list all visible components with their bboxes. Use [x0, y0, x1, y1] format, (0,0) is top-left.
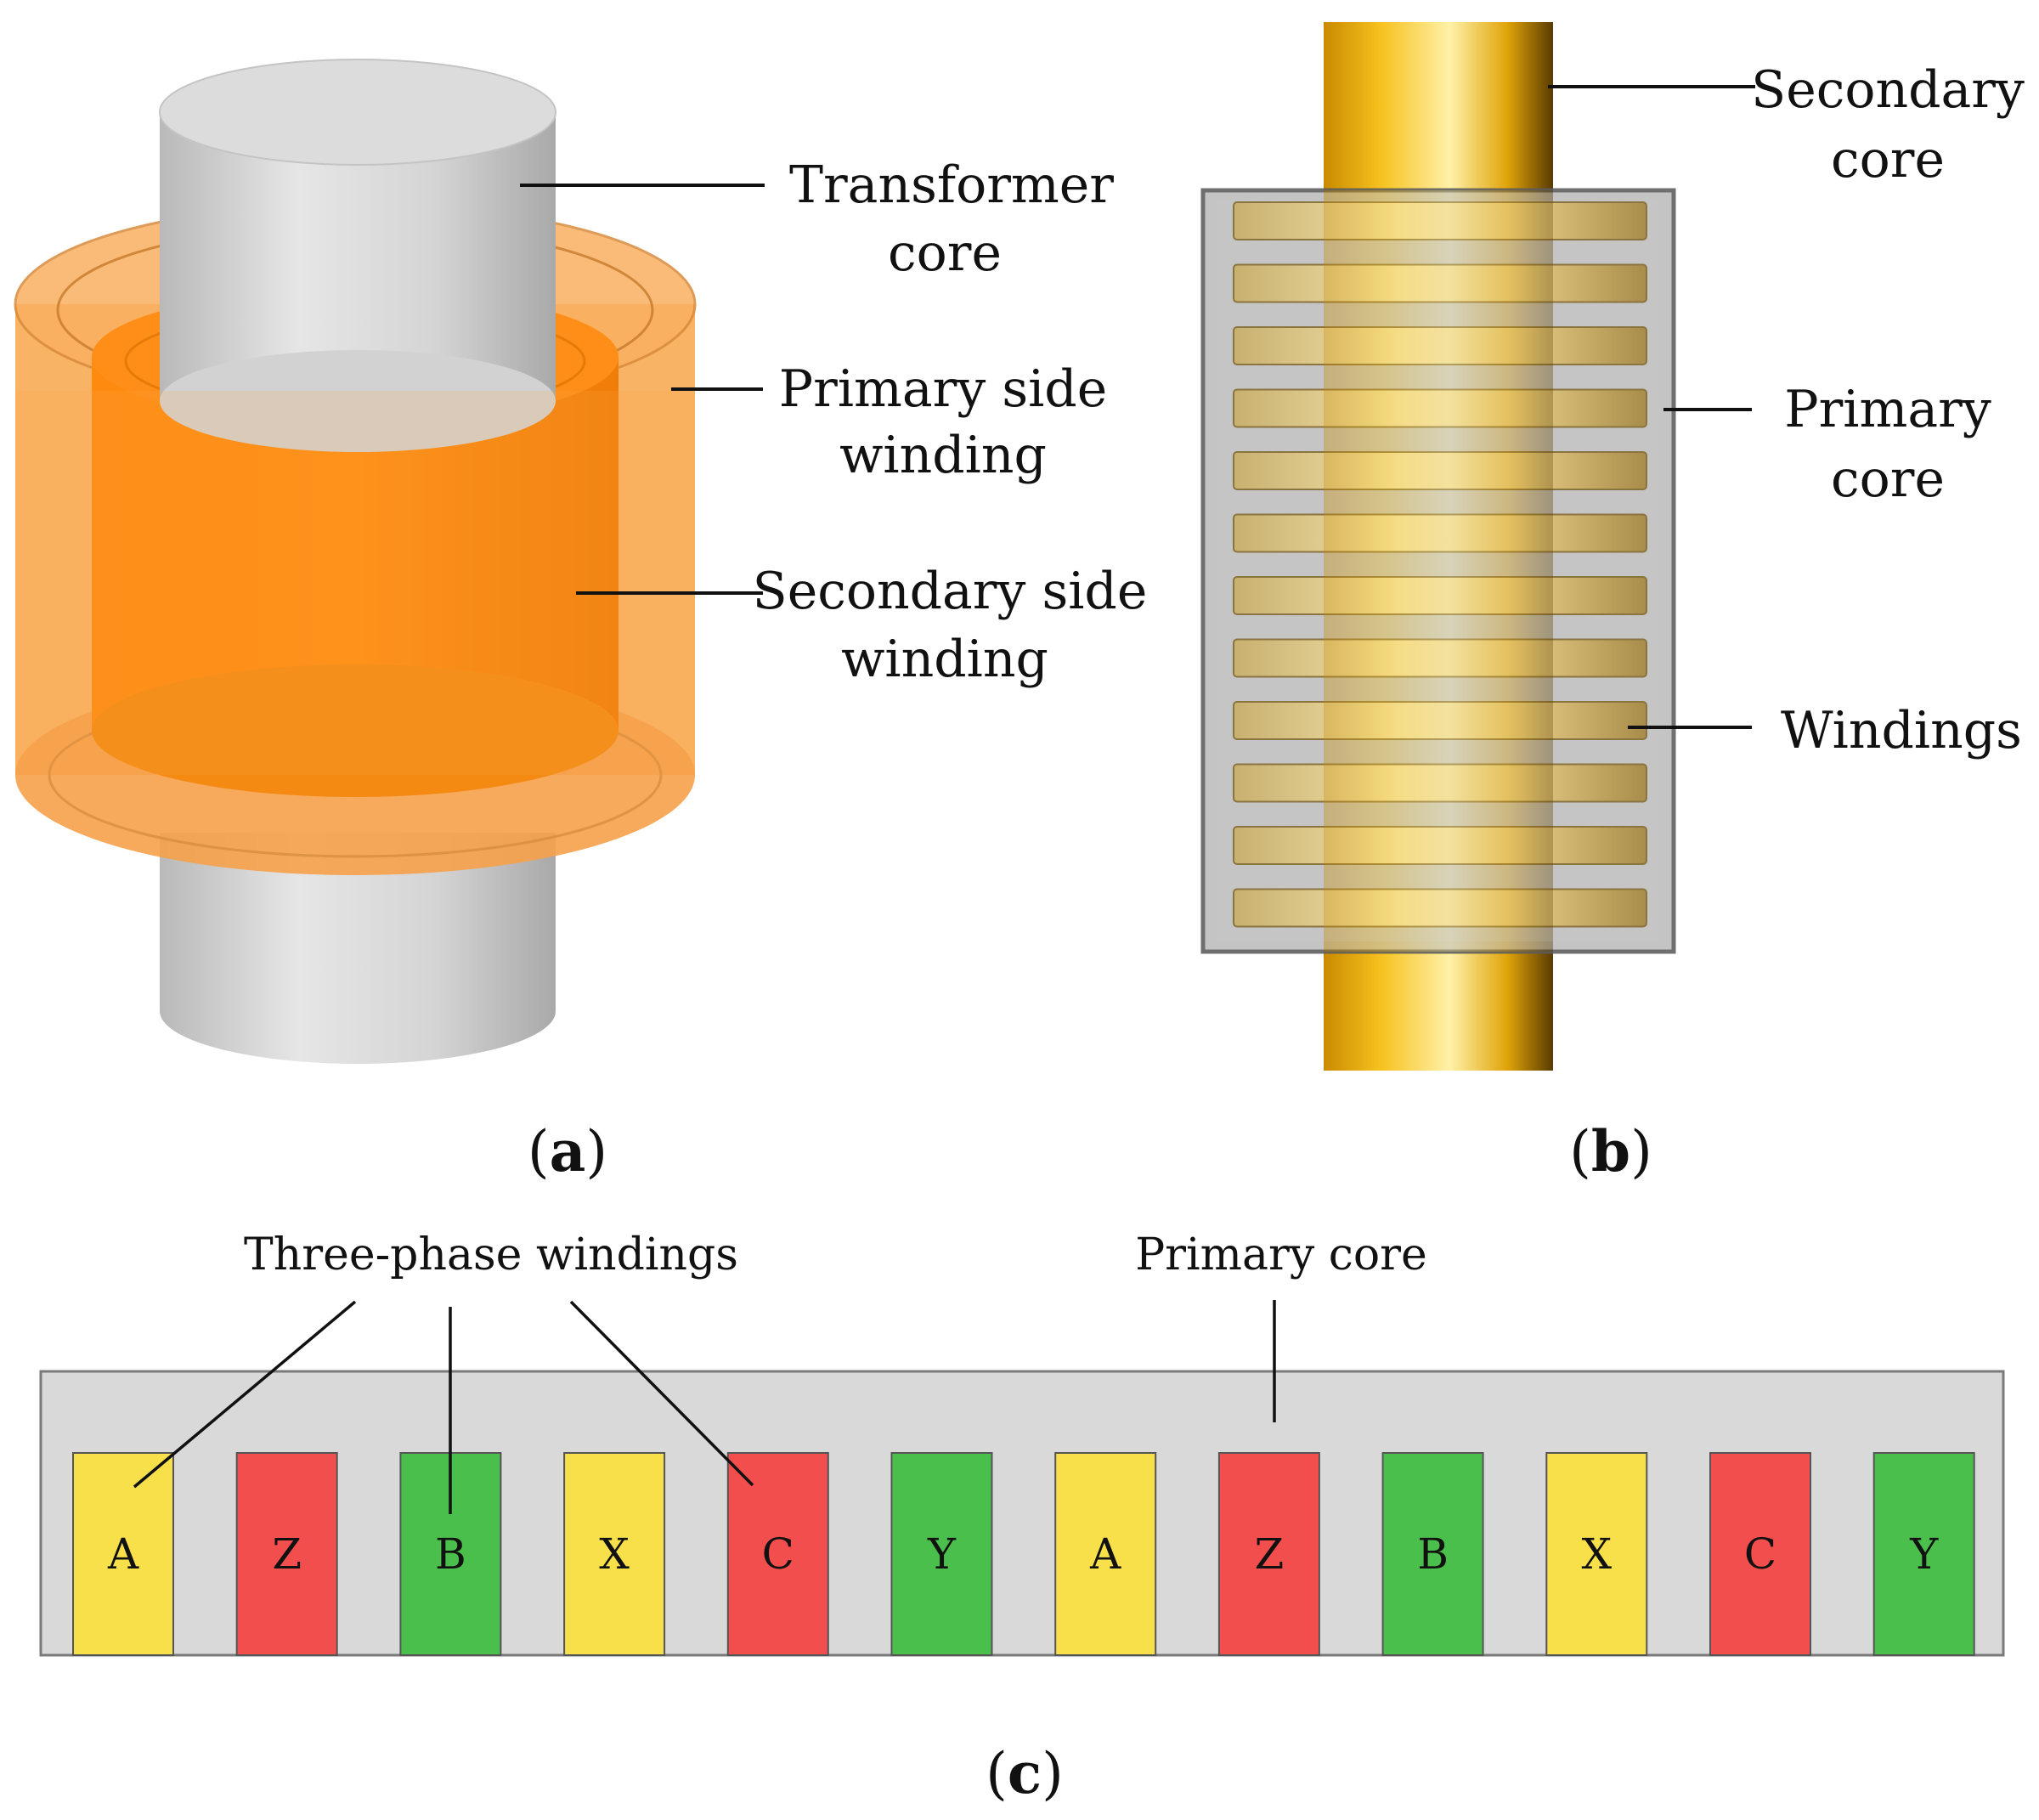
winding-slot: [1709, 1452, 1811, 1656]
winding-slot: [1217, 1452, 1320, 1656]
label-secondary-winding-1: Secondary side: [753, 562, 1148, 621]
winding-slot: [1381, 1452, 1484, 1656]
winding-slot: [1054, 1452, 1157, 1656]
winding-slot: [726, 1452, 829, 1656]
winding-slot: [1872, 1452, 1975, 1656]
winding-slot: [563, 1452, 666, 1656]
panel-b: Secondary core Primary core Windings (b): [1200, 22, 2025, 1184]
winding-slot: [235, 1452, 338, 1656]
label-secondary-core-1: Secondary: [1751, 60, 2025, 120]
label-transformer-core-1: Transformer: [789, 155, 1114, 215]
winding-slot-label: X: [599, 1529, 630, 1579]
winding-slot-label: A: [1089, 1529, 1121, 1579]
winding-slot-label: Z: [1255, 1529, 1285, 1579]
winding-slot-label: C: [1744, 1529, 1776, 1579]
winding-slot-label: B: [1417, 1529, 1449, 1579]
label-primary-winding-1: Primary side: [779, 359, 1107, 419]
caption-a: (a): [528, 1118, 607, 1184]
winding-slot-label: Y: [1909, 1529, 1939, 1579]
winding-slot: [72, 1452, 174, 1656]
caption-b: (b): [1569, 1118, 1652, 1184]
panel-c: A Z B X C Y A Z B X C Y Three-phase windings Primar…: [39, 1229, 2005, 1806]
winding-slot-label: C: [762, 1529, 794, 1579]
winding-slot-label: B: [435, 1529, 466, 1579]
label-primary-core-1: Primary: [1784, 380, 1991, 439]
caption-c: (c): [986, 1740, 1064, 1806]
label-primary-winding-2: winding: [839, 426, 1047, 485]
label-primary-core-c: Primary core: [1135, 1229, 1427, 1280]
label-windings: Windings: [1781, 701, 2022, 760]
label-secondary-core-2: core: [1831, 130, 1945, 189]
transformer-core-top: [159, 59, 556, 452]
winding-slot: [1545, 1452, 1648, 1656]
winding-slot-label: Y: [927, 1529, 957, 1579]
primary-core-strip: [39, 1370, 2005, 1657]
winding-slot-label: X: [1581, 1529, 1612, 1579]
panel-a: Transformer core Primary side winding Se…: [14, 59, 1148, 1184]
leader-three-phase-c: [569, 1300, 754, 1487]
secondary-core-through: [1324, 190, 1553, 952]
label-transformer-core-2: core: [888, 223, 1002, 283]
winding-slot-label: Z: [272, 1529, 302, 1579]
label-secondary-winding-2: winding: [841, 630, 1048, 689]
primary-winding-front: [15, 391, 695, 775]
label-three-phase-windings: Three-phase windings: [244, 1229, 738, 1280]
winding-slot: [890, 1452, 993, 1656]
leader-three-phase-a: [133, 1300, 357, 1489]
label-primary-core-2: core: [1831, 449, 1945, 509]
winding-slot-label: A: [107, 1529, 139, 1579]
